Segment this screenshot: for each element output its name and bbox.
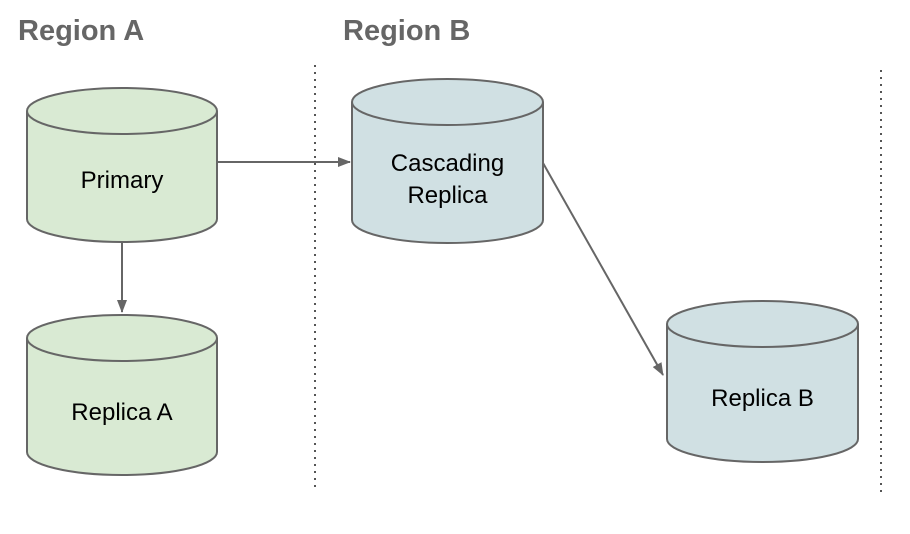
replica-a-label: Replica A [71, 399, 172, 426]
primary-cylinder-body [26, 111, 218, 243]
primary-cylinder-top [26, 87, 218, 135]
node-cascading-replica: Cascading Replica [351, 78, 544, 244]
replica-b-cylinder-top [666, 300, 859, 348]
node-replica-b: Replica B [666, 300, 859, 463]
replica-a-cylinder-top [26, 314, 218, 362]
node-replica-a: Replica A [26, 314, 218, 476]
cascading-replica-label-line2: Replica [407, 182, 488, 209]
primary-label: Primary [81, 167, 164, 194]
edge-cascading-replica-to-replica-b [542, 162, 664, 376]
cascading-replica-label-line1: Cascading [391, 150, 504, 177]
replica-b-label: Replica B [711, 385, 814, 412]
cascading-replica-cylinder-top [351, 78, 544, 126]
node-primary: Primary [26, 87, 218, 243]
replica-a-cylinder-body [26, 338, 218, 476]
replica-b-cylinder-body [666, 324, 859, 463]
region-a-label: Region A [18, 15, 144, 47]
cascading-replica-cylinder-body [351, 102, 544, 244]
region-b-label: Region B [343, 15, 470, 47]
